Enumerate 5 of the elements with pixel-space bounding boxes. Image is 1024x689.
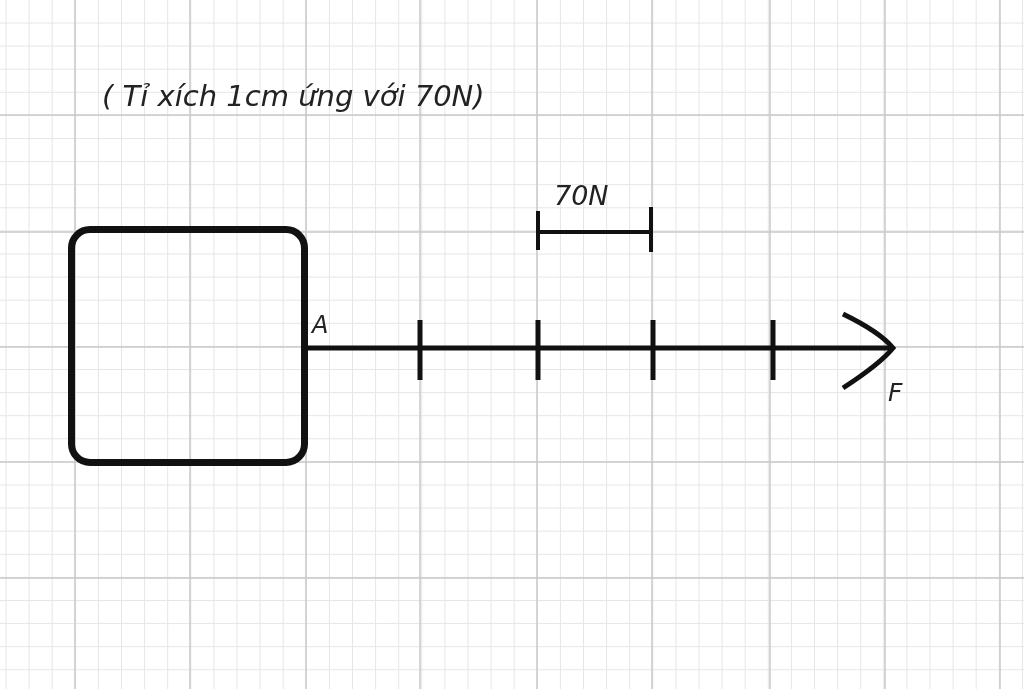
scale-note: ( Tỉ xích 1cm ứng với 70N): [102, 82, 485, 111]
force-label: F: [888, 380, 903, 405]
object-box: [68, 226, 308, 466]
point-label: A: [312, 313, 329, 337]
scale-value: 70N: [554, 182, 609, 209]
